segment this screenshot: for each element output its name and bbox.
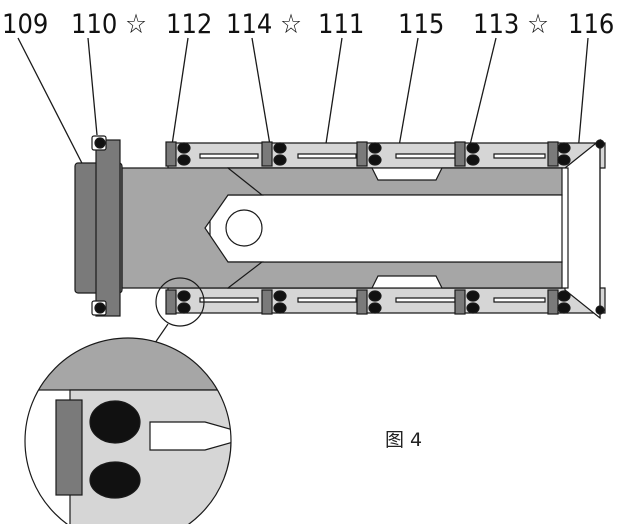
callout-labels: 109 110 ☆ 112 114 ☆ 111 115 113 ☆ 116 [2, 9, 614, 40]
bottom-groove-4 [493, 297, 546, 303]
callout-label-116: 116 [568, 9, 614, 40]
leader-line-110 [87, 37, 98, 136]
seal-ring-bottom-113b [466, 302, 480, 314]
seal-ring-bottom-113a [466, 290, 480, 302]
callout-label-110: 110 ☆ [71, 9, 147, 40]
sleeve-grooves [199, 153, 546, 303]
seal-ring-top-mid-b [368, 154, 382, 166]
end-ring-top [595, 139, 605, 149]
seal-ring-top-113b [466, 154, 480, 166]
seal-ring-top-114b [273, 154, 287, 166]
callout-label-115: 115 [398, 9, 444, 40]
seal-block-top-113 [454, 141, 466, 167]
leader-line-109 [17, 37, 89, 176]
seal-block-top-116 [547, 141, 559, 167]
callout-label-111: 111 [318, 9, 364, 40]
seal-ring-bottom-114a [273, 290, 287, 302]
detail-enlarged-view [25, 338, 231, 524]
detail-source-circle [155, 277, 205, 327]
inner-rod [209, 194, 563, 263]
leader-line-112 [171, 37, 189, 146]
leader-line-114 [251, 37, 271, 146]
seal-ring-bottom-116a [557, 290, 571, 302]
flange-seals-110 [91, 135, 107, 316]
top-groove-2 [297, 153, 357, 159]
seal-block-bottom-116 [547, 289, 559, 315]
leader-line-116 [577, 37, 589, 153]
leader-line-113 [469, 37, 497, 146]
top-groove-1 [199, 153, 259, 159]
seal-block-bottom-mid [356, 289, 368, 315]
seal-ring-bottom-112b [177, 302, 191, 314]
flange-seal-top-ring [94, 137, 106, 149]
flange-seal-bottom-ring [94, 302, 106, 314]
rod-cross-hole [225, 209, 263, 247]
right-end-cap [564, 138, 601, 320]
flange-109-plate [95, 139, 121, 317]
detail-seal-ring-bottom [89, 461, 141, 499]
seal-block-bottom-112 [165, 289, 177, 315]
cylinder-assembly [74, 135, 606, 320]
bottom-groove-2 [297, 297, 357, 303]
top-groove-3 [395, 153, 456, 159]
seal-block-bottom-114 [261, 289, 273, 315]
seal-ring-bottom-116b [557, 302, 571, 314]
end-ring-bottom [595, 305, 605, 315]
bottom-groove-3 [395, 297, 456, 303]
seal-ring-bottom-mid-b [368, 302, 382, 314]
seal-ring-top-113a [466, 142, 480, 154]
seal-block-bottom-113 [454, 289, 466, 315]
top-groove-4 [493, 153, 546, 159]
seal-ring-bottom-114b [273, 302, 287, 314]
seal-ring-bottom-mid-a [368, 290, 382, 302]
detail-frame-circle [24, 337, 232, 524]
head-body [121, 167, 264, 289]
callout-label-113: 113 ☆ [473, 9, 549, 40]
seal-ring-top-112a [177, 142, 191, 154]
callout-label-114: 114 ☆ [226, 9, 302, 40]
seal-blocks [165, 139, 605, 315]
leader-lines [17, 37, 589, 176]
detail-callout [24, 277, 232, 524]
callout-label-109: 109 [2, 9, 48, 40]
seal-ring-bottom-112a [177, 290, 191, 302]
seal-block-top-114 [261, 141, 273, 167]
seal-block-top-112 [165, 141, 177, 167]
detail-upper-band [25, 338, 231, 391]
seal-ring-top-mid-a [368, 142, 382, 154]
figure-caption: 图 4 [385, 429, 422, 451]
detail-seal-ring-top [89, 400, 141, 444]
seal-ring-top-114a [273, 142, 287, 154]
detail-groove-notch [149, 421, 231, 451]
callout-label-112: 112 [166, 9, 212, 40]
seal-ring-top-112b [177, 154, 191, 166]
detail-end-block [55, 399, 83, 496]
leader-line-115 [397, 37, 419, 153]
seal-block-top-mid [356, 141, 368, 167]
seal-ring-top-116b [557, 154, 571, 166]
seal-ring-top-116a [557, 142, 571, 154]
bottom-groove-1 [199, 297, 259, 303]
